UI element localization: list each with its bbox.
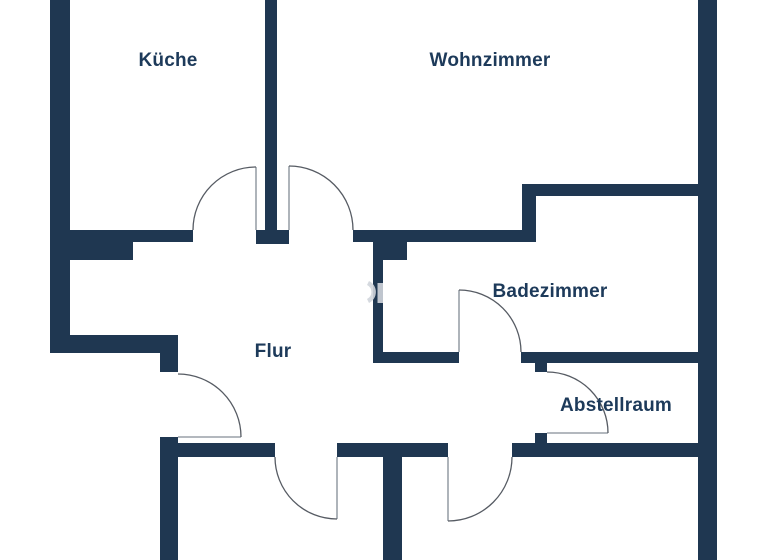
- room-label-wohnzimmer: Wohnzimmer: [429, 50, 551, 71]
- wall-abstellraum-wall-bottom-stub: [535, 433, 547, 445]
- wall-flur-bottom-wall-left: [178, 443, 275, 457]
- wall-right-outer-wall: [698, 0, 717, 560]
- wall-door-pillar: [256, 230, 289, 244]
- wall-wohnzimmer-step-wall: [522, 184, 536, 242]
- room-label-abstellraum: Abstellraum: [559, 395, 673, 416]
- wall-kueche-pier: [70, 242, 133, 260]
- wall-badezimmer-bottom-wall-right: [521, 352, 698, 363]
- kueche-door-arc: [192, 166, 257, 231]
- wall-entrance-stub: [160, 353, 178, 372]
- wall-entrance-wall-lower: [160, 437, 178, 560]
- wohnzimmer-door-arc: [288, 165, 354, 231]
- watermark-glyph-arc: [366, 280, 376, 304]
- room-label-flur: Flur: [254, 341, 292, 362]
- wall-badezimmer-top-wall: [522, 184, 698, 196]
- doors-layer: [177, 165, 609, 522]
- bottom-left-room-door-arc: [274, 456, 338, 520]
- entrance-door-arc: [177, 373, 242, 438]
- wall-abstellraum-wall-top-stub: [535, 363, 547, 372]
- wall-wohnzimmer-bottom-wall: [353, 230, 536, 242]
- wall-kueche-bottom-wall: [50, 230, 193, 242]
- wall-bottom-rooms-divider: [383, 457, 402, 560]
- watermark-glyph-bar: [377, 283, 383, 303]
- room-label-kueche: Küche: [138, 50, 198, 71]
- bottom-right-room-door-arc: [447, 456, 513, 522]
- wall-badezimmer-pier: [383, 242, 407, 260]
- wall-kueche-wohnzimmer-wall: [265, 0, 277, 230]
- badezimmer-door-arc: [458, 289, 522, 353]
- wall-badezimmer-bottom-wall-left: [373, 352, 459, 363]
- wall-flur-bottom-wall-mid: [337, 443, 448, 457]
- room-label-badezimmer: Badezimmer: [492, 281, 608, 302]
- wall-left-outer-wall: [50, 0, 70, 353]
- wall-flur-bottom-wall-right: [512, 443, 698, 457]
- wall-flur-step-wall: [50, 335, 178, 353]
- walls-layer: [50, 0, 717, 560]
- watermark-fragment: [366, 280, 383, 304]
- abstellraum-door-arc: [546, 371, 609, 434]
